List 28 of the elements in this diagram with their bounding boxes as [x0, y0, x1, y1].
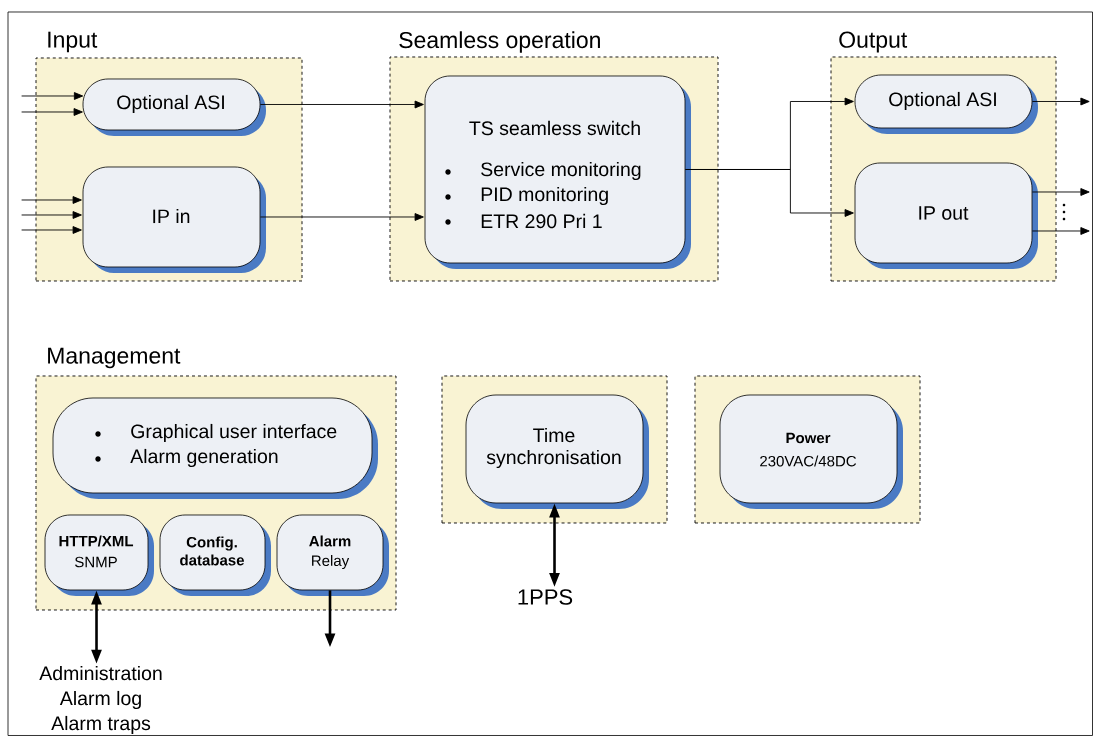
arrow: [1031, 227, 1090, 235]
arrow: [1031, 188, 1090, 196]
arrow: [21, 108, 83, 116]
arrow: [21, 211, 82, 219]
group-heading: Management: [48, 347, 181, 369]
rounded-box: IP in: [82, 166, 266, 273]
rounded-box: TS seamless switch Service monitoring PID monitoring ETR 290 Pri 1: [424, 75, 691, 269]
note-text: 1PPS: [518, 589, 573, 605]
rounded-box: Time synchronisation: [465, 394, 649, 509]
arrow: [21, 196, 82, 204]
group-heading: Output: [839, 31, 908, 53]
arrow: [684, 169, 854, 217]
arrow: [21, 92, 84, 100]
group-heading: Seamless operation: [399, 31, 600, 53]
rounded-box: Graphical user interface Alarm generation: [52, 397, 378, 499]
group-heading: Input: [48, 31, 98, 53]
rounded-box: HTTP/XML SNMP: [44, 514, 154, 596]
arrow: [259, 100, 424, 109]
rounded-box: Optional ASI: [82, 78, 266, 136]
rounded-box: IP out: [854, 162, 1038, 269]
arrow: [1031, 97, 1090, 106]
rounded-box: Optional ASI: [854, 74, 1038, 134]
rounded-box: Config. database: [159, 514, 271, 596]
arrow: [21, 226, 82, 234]
note-text: Administration Alarm log Alarm traps: [39, 665, 162, 735]
arrow: [259, 213, 424, 221]
rounded-box: Power 230VAC/48DC: [719, 394, 903, 509]
rounded-box: Alarm Relay: [276, 514, 389, 596]
